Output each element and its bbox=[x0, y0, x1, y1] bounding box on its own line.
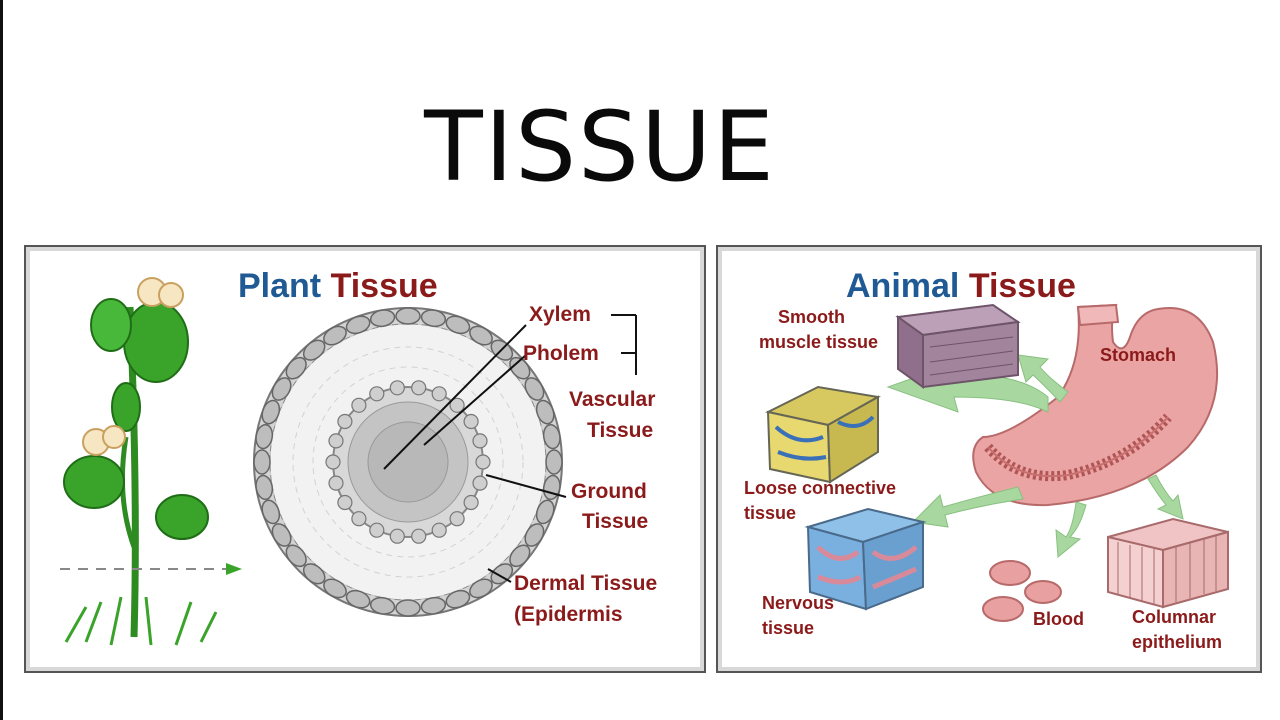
nervous-tissue-label-line1: Nervous bbox=[762, 593, 835, 613]
left-edge-rule bbox=[0, 0, 3, 720]
dermal-tissue-label-line2: (Epidermis bbox=[514, 603, 623, 626]
epidermis-cell bbox=[535, 499, 555, 525]
animal-tissue-heading: Animal Tissue bbox=[846, 267, 1076, 306]
vascular-ring-cell bbox=[472, 433, 488, 449]
stomach-drawing bbox=[972, 303, 1219, 507]
epidermis-cell bbox=[420, 309, 447, 328]
epidermis-cell bbox=[395, 599, 421, 617]
vascular-ring-cell bbox=[449, 511, 465, 527]
vascular-ring-cell bbox=[389, 528, 405, 544]
plant-illustration bbox=[60, 277, 637, 646]
epidermis-cell bbox=[445, 589, 471, 609]
epidermis-cell bbox=[469, 578, 493, 599]
vascular-ring-cell bbox=[449, 397, 465, 413]
stomach-label: Stomach bbox=[1100, 345, 1177, 365]
xylem-label: Xylem bbox=[529, 303, 591, 326]
vascular-ring-cell bbox=[337, 413, 353, 430]
loose-connective-block bbox=[765, 385, 881, 484]
vascular-ring-cell bbox=[351, 511, 367, 527]
epidermis-cell bbox=[271, 523, 292, 547]
columnar-epithelium-label-line2: epithelium bbox=[1132, 632, 1223, 652]
epidermis-cell bbox=[369, 596, 396, 615]
loose-connective-label-line2: tissue bbox=[744, 503, 797, 523]
vascular-ring-cell bbox=[369, 386, 385, 402]
pholem-label: Pholem bbox=[523, 342, 599, 365]
vascular-ring-cell bbox=[325, 454, 341, 470]
vascular-ring-cell bbox=[328, 475, 344, 491]
vascular-tissue-label-line2: Tissue bbox=[587, 419, 654, 442]
epidermis-cell bbox=[524, 377, 545, 401]
epidermis-cell bbox=[542, 423, 561, 450]
epidermis-cell bbox=[369, 309, 396, 328]
smooth-muscle-label-line1: Smooth bbox=[778, 307, 845, 327]
tissue-heading-word: Tissue bbox=[968, 267, 1076, 305]
ground-tissue-label-line2: Tissue bbox=[582, 510, 649, 533]
epidermis-cell bbox=[302, 563, 326, 585]
vascular-tissue-label-line1: Vascular bbox=[569, 388, 656, 411]
ground-tissue-label-line1: Ground bbox=[571, 480, 647, 503]
slide-title: TISSUE bbox=[424, 91, 776, 203]
epidermis-cell bbox=[261, 399, 281, 425]
epidermis-cell bbox=[255, 474, 274, 501]
animal-illustration bbox=[765, 303, 1229, 622]
epidermis-cell bbox=[509, 544, 531, 568]
epidermis-cells bbox=[253, 307, 563, 617]
epidermis-cell bbox=[253, 449, 271, 475]
vascular-ring-cell bbox=[463, 494, 479, 511]
epidermis-cell bbox=[395, 307, 421, 325]
epidermis-cell bbox=[535, 399, 555, 425]
epidermis-cell bbox=[420, 596, 447, 615]
columnar-epithelium-label-line1: Columnar bbox=[1132, 607, 1217, 627]
plant-heading-word: Plant bbox=[238, 267, 322, 305]
vascular-ring-cell bbox=[328, 433, 344, 449]
epidermis-cell bbox=[509, 356, 531, 380]
loose-connective-label-line1: Loose connective bbox=[744, 478, 897, 498]
epidermis-cell bbox=[302, 339, 326, 361]
epidermis-cell bbox=[345, 315, 371, 335]
vascular-ring-cell bbox=[475, 454, 491, 470]
animal-heading-word: Animal bbox=[846, 267, 960, 305]
epidermis-cell bbox=[524, 523, 545, 547]
nervous-tissue-block bbox=[804, 507, 927, 611]
epidermis-cell bbox=[285, 356, 307, 380]
vascular-ring-cell bbox=[431, 522, 447, 538]
epidermis-cell bbox=[271, 377, 292, 401]
epidermis-cell bbox=[545, 449, 563, 475]
epidermis-cell bbox=[285, 544, 307, 568]
epidermis-cell bbox=[323, 578, 347, 599]
columnar-epithelium-block bbox=[1107, 517, 1229, 609]
vascular-ring-cell bbox=[369, 522, 385, 538]
blood-label: Blood bbox=[1033, 609, 1084, 629]
epidermis-cell bbox=[323, 325, 347, 346]
vascular-ring-cell bbox=[411, 380, 427, 396]
epidermis-cell bbox=[469, 325, 493, 346]
vascular-ring-cell bbox=[351, 397, 367, 413]
dermal-tissue-label-line1: Dermal Tissue bbox=[514, 572, 658, 595]
vascular-ring-cell bbox=[389, 380, 405, 396]
plant-drawing bbox=[60, 277, 242, 646]
nervous-tissue-label-line2: tissue bbox=[762, 618, 815, 638]
epidermis-cell bbox=[255, 423, 274, 450]
epidermis-cell bbox=[445, 315, 471, 335]
epidermis-cell bbox=[345, 589, 371, 609]
label-pointers bbox=[383, 314, 637, 583]
blood-cells bbox=[982, 560, 1062, 622]
vascular-ring-cell bbox=[337, 494, 353, 511]
vascular-ring-cell bbox=[463, 413, 479, 430]
plant-tissue-heading: Plant Tissue bbox=[238, 267, 438, 306]
epidermis-cell bbox=[261, 499, 281, 525]
animal-tissue-panel: Animal Tissue Smooth muscle tissue Stoma… bbox=[716, 245, 1262, 673]
plant-tissue-panel: Plant Tissue Xylem Pholem Vascular Tissu… bbox=[24, 245, 706, 673]
smooth-muscle-label-line2: muscle tissue bbox=[759, 332, 879, 352]
vascular-ring-cell bbox=[431, 386, 447, 402]
vascular-ring-cell bbox=[411, 528, 427, 544]
smooth-muscle-block bbox=[895, 303, 1021, 389]
tissue-heading-word: Tissue bbox=[330, 267, 438, 305]
vascular-ring-cell bbox=[472, 475, 488, 491]
